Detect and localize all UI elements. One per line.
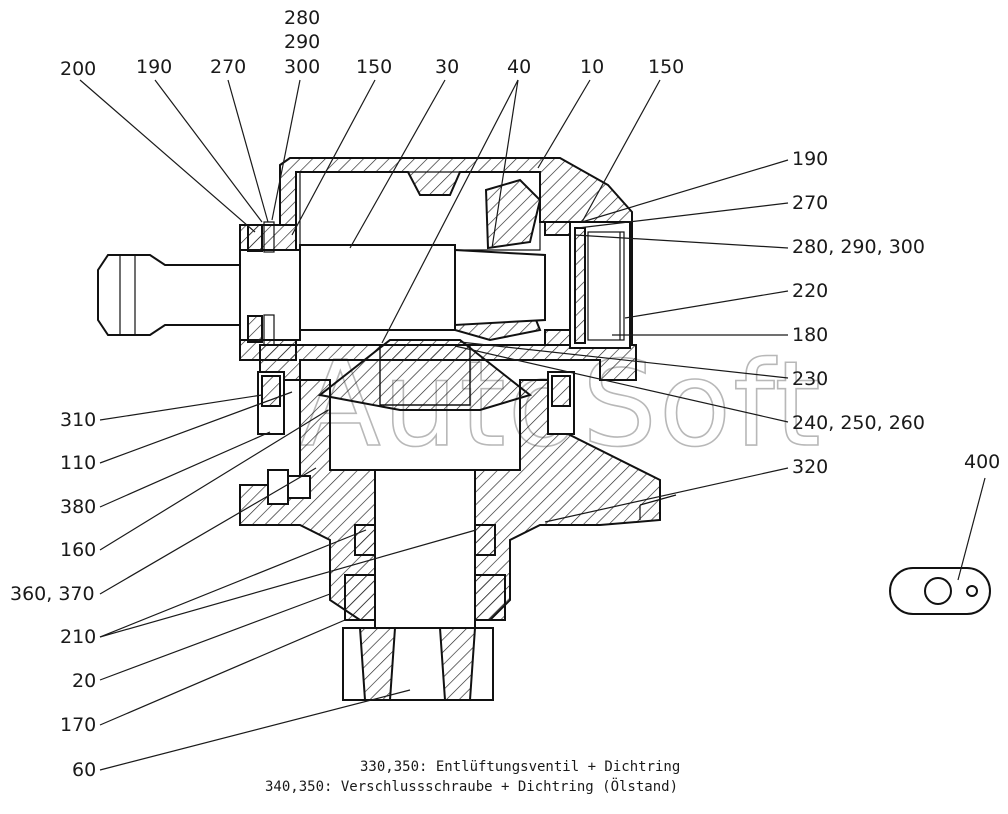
input-shaft xyxy=(97,221,546,346)
callout-290-top: 290 xyxy=(284,31,320,53)
callout-200: 200 xyxy=(60,58,96,80)
callout-160: 160 xyxy=(60,539,96,561)
output-hub xyxy=(342,627,494,701)
callout-20: 20 xyxy=(72,670,96,692)
part-400-plate xyxy=(889,567,991,615)
callout-240-250-260: 240, 250, 260 xyxy=(792,412,925,434)
lower-housing xyxy=(239,379,677,631)
callout-60: 60 xyxy=(72,759,96,781)
callout-230: 230 xyxy=(792,368,828,390)
callout-360-370: 360, 370 xyxy=(10,583,95,605)
callout-190-top: 190 xyxy=(136,56,172,78)
callout-270-top: 270 xyxy=(210,56,246,78)
callout-190-right: 190 xyxy=(792,148,828,170)
callout-270-right: 270 xyxy=(792,192,828,214)
callout-10: 10 xyxy=(580,56,604,78)
end-cover xyxy=(569,221,631,349)
callout-40: 40 xyxy=(507,56,531,78)
callout-320: 320 xyxy=(792,456,828,478)
callout-220: 220 xyxy=(792,280,828,302)
callout-400: 400 xyxy=(964,451,1000,473)
callout-110: 110 xyxy=(60,452,96,474)
callout-30: 30 xyxy=(435,56,459,78)
callout-280-top: 280 xyxy=(284,7,320,29)
note-line-1: 330,350: Entlüftungsventil + Dichtring xyxy=(360,759,680,775)
callout-300-top: 300 xyxy=(284,56,320,78)
callout-170: 170 xyxy=(60,714,96,736)
callout-380: 380 xyxy=(60,496,96,518)
callout-150-top-right: 150 xyxy=(648,56,684,78)
callout-150-top-left: 150 xyxy=(356,56,392,78)
leader-lines xyxy=(79,79,986,771)
note-line-2: 340,350: Verschlussschraube + Dichtring … xyxy=(265,777,678,795)
callout-210: 210 xyxy=(60,626,96,648)
callout-180: 180 xyxy=(792,324,828,346)
callout-280-290-300-right: 280, 290, 300 xyxy=(792,236,925,258)
callout-310: 310 xyxy=(60,409,96,431)
